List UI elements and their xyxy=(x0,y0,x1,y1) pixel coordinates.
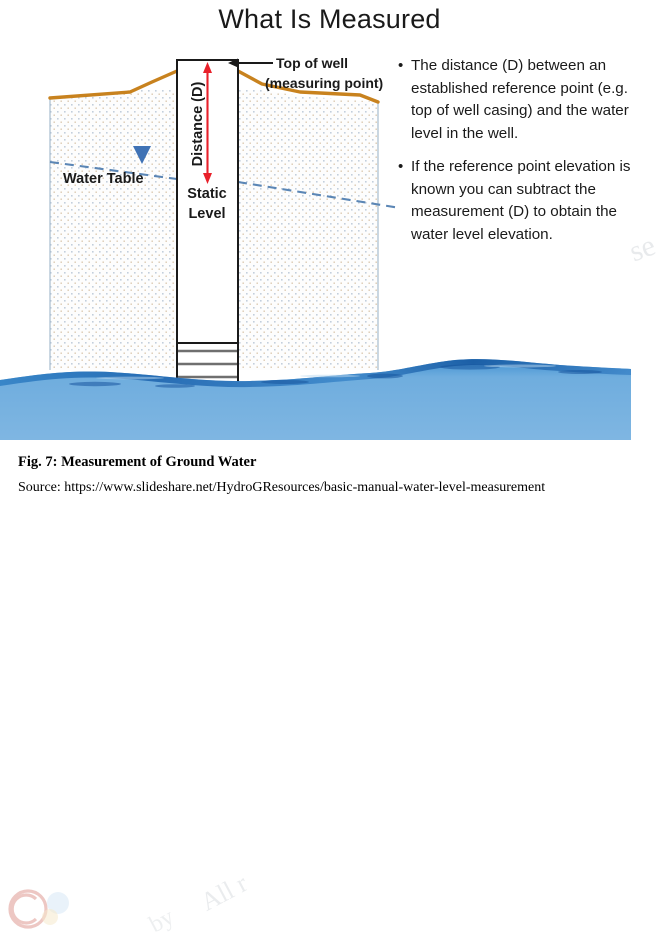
top-of-well-callout-arrow-icon xyxy=(228,58,273,68)
top-of-well-label-line1: Top of well xyxy=(276,55,348,71)
water-table-label: Water Table xyxy=(63,171,144,187)
static-level-label-line2: Level xyxy=(188,206,225,222)
well-diagram: Water Table Distance (D) xyxy=(0,40,400,390)
bullet-item-text: If the reference point elevation is know… xyxy=(411,158,631,243)
water-table-marker-icon xyxy=(133,146,151,164)
slide-canvas: What Is Measured xyxy=(0,0,659,440)
distance-arrow-icon xyxy=(203,62,212,184)
bullet-marker-icon: • xyxy=(398,57,404,74)
watermark-by: by xyxy=(145,903,179,939)
page-title: What Is Measured xyxy=(218,4,441,34)
water-band-graphic xyxy=(0,359,631,440)
bullet-list: • The distance (D) between an establishe… xyxy=(398,55,648,257)
water-table-dashed-line xyxy=(49,160,400,210)
top-of-well-label-line2: (measuring point) xyxy=(265,75,383,91)
bullet-item: • The distance (D) between an establishe… xyxy=(398,55,648,145)
figure-caption: Fig. 7: Measurement of Ground Water xyxy=(18,454,257,470)
source-caption: Source: https://www.slideshare.net/Hydro… xyxy=(18,480,546,495)
static-level-label-line1: Static xyxy=(187,186,227,202)
soil-block-left xyxy=(49,90,177,370)
watermark-all-rights: All r xyxy=(195,868,253,917)
caption-block: Fig. 7: Measurement of Ground Water Sour… xyxy=(0,440,659,938)
well-diagram-svg: Water Table Distance (D) xyxy=(48,55,400,390)
soil-block-right xyxy=(238,90,379,370)
bullet-item: • If the reference point elevation is kn… xyxy=(398,156,648,246)
ground-surface-line xyxy=(48,69,380,104)
distance-label: Distance (D) xyxy=(190,82,206,167)
watermark-logo-icon xyxy=(8,889,69,929)
bullet-marker-icon: • xyxy=(398,158,404,175)
bullet-item-text: The distance (D) between an established … xyxy=(411,57,629,142)
well-screen-slots xyxy=(176,342,239,390)
water-highlight-streaks xyxy=(96,364,556,380)
